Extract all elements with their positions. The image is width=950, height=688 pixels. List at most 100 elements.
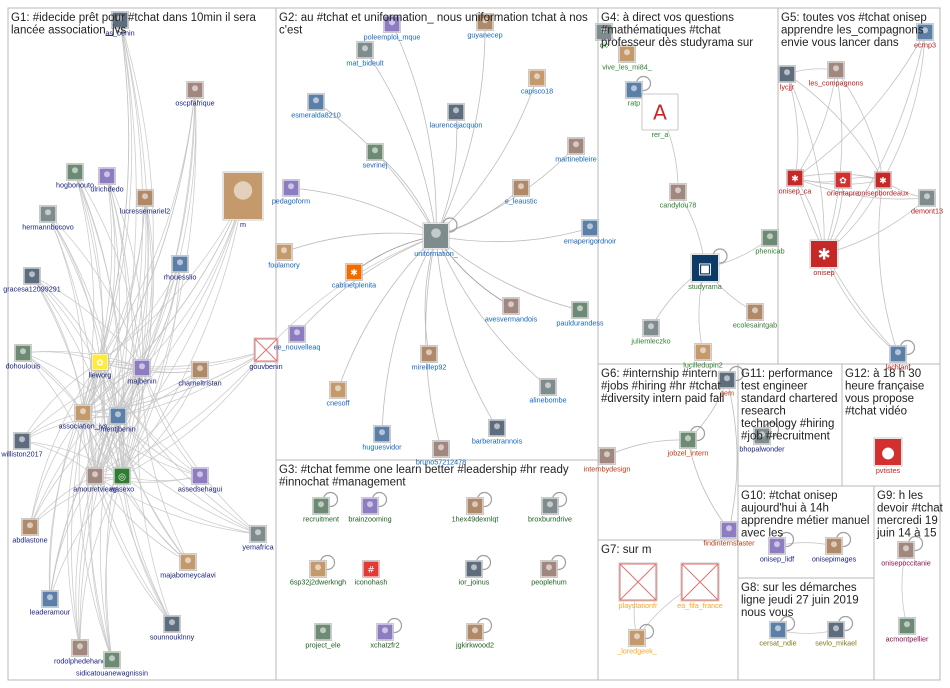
node-ulrichdedo[interactable]: ulrichdedo	[90, 167, 124, 194]
node-onisep[interactable]: ✱onisep	[809, 239, 839, 277]
node-lieworg[interactable]: ✿lieworg	[89, 353, 112, 380]
edge	[435, 235, 549, 388]
node-studyrama[interactable]: ▣studyrama	[688, 248, 728, 291]
node-recruitment[interactable]: recruitment	[303, 491, 339, 524]
node-as_benin[interactable]: as_benin	[105, 11, 135, 38]
node-jgkirkwood2[interactable]: jgkirkwood2	[455, 617, 494, 650]
node-amouretvieag[interactable]: amouretvieag	[73, 467, 117, 494]
node-6sp32j2dwerkngh[interactable]: 6sp32j2dwerkngh	[290, 554, 346, 587]
node-lucressemariel2[interactable]: lucressemariel2	[120, 189, 170, 216]
avatar-icon	[787, 170, 803, 186]
node-lachlanf[interactable]: lachlanf	[886, 339, 916, 372]
node-bhopalwonder[interactable]: bhopalwonder	[739, 421, 785, 454]
node-ior_joinus[interactable]: ior_joinus	[459, 554, 492, 587]
node-emaperigordnoir[interactable]: emaperigordnoir	[564, 219, 617, 246]
node-mat_bideult[interactable]: mat_bideult	[346, 41, 384, 68]
node-cnesoff[interactable]: cnesoff	[326, 381, 350, 408]
node-mentjbenin[interactable]: mentjbenin	[100, 407, 136, 434]
node-acmontpellier[interactable]: acmontpellier	[886, 617, 929, 644]
node-ecolesaintgab[interactable]: ecolesaintgab	[733, 303, 777, 330]
node-demont13[interactable]: demont13	[911, 189, 943, 216]
node-onisepimages[interactable]: onisepimages	[812, 531, 857, 564]
node-e_leaustic[interactable]: e_leaustic	[505, 179, 538, 206]
node-phenicab[interactable]: phenicab	[755, 229, 785, 256]
node-onisep_idf[interactable]: onisep_lidf	[760, 531, 794, 564]
node-foulamory[interactable]: foulamory	[268, 243, 300, 270]
node-alinebombe[interactable]: alinebombe	[529, 378, 567, 405]
node-barberatrannois[interactable]: barberatrannois	[472, 419, 523, 446]
node-sevlo_mikael[interactable]: sevlo_mikael	[815, 615, 857, 648]
node-avesvermandois[interactable]: avesvermandois	[485, 297, 538, 324]
node-peoplehum[interactable]: peoplehum	[531, 554, 567, 587]
node-pvtistes[interactable]: ●pvtistes	[873, 437, 903, 475]
node-guyanecep[interactable]: guyanecep	[467, 13, 503, 40]
node-ratp[interactable]: ratp	[625, 75, 652, 108]
node-findinternsfaster[interactable]: findinternsfaster	[703, 521, 755, 548]
node-majbenin[interactable]: majbenin	[127, 359, 157, 386]
node-laurencejacquon[interactable]: laurencejacquon	[430, 103, 483, 130]
node-label: vive_les_mi84_	[602, 63, 653, 72]
node-1hex49dexnlqt[interactable]: 1hex49dexnlqt	[452, 491, 499, 524]
node-jobzel_intern[interactable]: jobzel_intern	[667, 425, 709, 458]
node-majabomeycalavi[interactable]: majabomeycalavi	[160, 553, 216, 580]
node-assedsehagui[interactable]: assedsehagui	[178, 467, 223, 494]
node-m[interactable]: m	[222, 171, 264, 229]
node-rhouesslio[interactable]: rhouesslio	[164, 255, 197, 282]
node-internbydesign[interactable]: internbydesign	[584, 447, 631, 474]
node-ee_nouvelleaq[interactable]: ee_nouvelleaq	[274, 325, 321, 352]
node-uniformation_[interactable]: uniformation_	[414, 217, 459, 258]
node-charneltristan[interactable]: charneltristan	[178, 361, 222, 388]
node-esmeralda8210[interactable]: esmeralda8210	[291, 93, 341, 120]
node-project_ele[interactable]: project_ele	[305, 623, 341, 650]
node-juliemleczko[interactable]: juliemleczko	[630, 319, 671, 346]
node-capisco18[interactable]: capisco18	[521, 69, 553, 96]
node-leaderamour[interactable]: leaderamour	[30, 590, 71, 617]
node-ecrnp3[interactable]: ecrnp3	[914, 23, 936, 50]
node-wasexo[interactable]: ◎wasexo	[109, 467, 134, 494]
node-vive_les_mi84_[interactable]: vive_les_mi84_	[602, 45, 653, 72]
node-gouvbenin[interactable]: gouvbenin	[249, 337, 283, 371]
node-orientapre[interactable]: ✿orientapre	[827, 171, 859, 198]
node-gracesa12099291[interactable]: gracesa12099291	[3, 267, 61, 294]
node-dohoulouis[interactable]: dohoulouis	[6, 344, 41, 371]
node-hermannbocovo[interactable]: hermannbocovo	[22, 205, 74, 232]
node-yemafrica[interactable]: yemafrica	[242, 525, 274, 552]
node-huguesvidor[interactable]: huguesvidor	[362, 425, 402, 452]
node-brainzooming[interactable]: brainzooming	[348, 491, 392, 524]
edge	[794, 31, 926, 179]
node-cabinetplenita[interactable]: ✱cabinetplenita	[332, 263, 376, 290]
node-les_compagnons[interactable]: les_compagnons	[809, 61, 864, 88]
node-martinebleire[interactable]: martinebleire	[555, 137, 597, 164]
node-pauldurandess[interactable]: pauldurandess	[556, 301, 604, 328]
node-pedagoform[interactable]: pedagoform	[272, 179, 310, 206]
node-cengem[interactable]: gem	[718, 365, 745, 398]
node-lycjjr[interactable]: lycjjr	[778, 65, 796, 92]
node-oscpfafrique[interactable]: oscpfafrique	[175, 81, 215, 108]
node-mireillep92[interactable]: mireillep92	[412, 345, 447, 372]
node-sevrinej[interactable]: sevrinej	[363, 143, 388, 170]
node-iconohash[interactable]: #iconohash	[355, 560, 388, 587]
node-cersat_ndie[interactable]: cersat_ndie	[759, 615, 797, 648]
node-_loredgeek_[interactable]: _loredgeek_	[616, 623, 658, 656]
node-candylou78[interactable]: candylou78	[660, 183, 697, 210]
node-onisepbordeaux[interactable]: ✱onisepbordeaux	[857, 171, 909, 198]
node-cic[interactable]: cic	[595, 23, 613, 50]
node-abdlastone[interactable]: abdlastone	[12, 518, 48, 545]
node-rodolphedehand[interactable]: rodolphedehand	[54, 639, 106, 666]
node-sidicatouanewagnissin[interactable]: sidicatouanewagnissin	[76, 651, 148, 678]
node-playstationfr[interactable]: playstationfr	[618, 562, 658, 610]
node-onisep_ca[interactable]: ✱onisep_ca	[779, 169, 812, 196]
node-lucilledupin2[interactable]: lucilledupin2	[683, 343, 723, 370]
node-xchatzfr2[interactable]: xchatzfr2	[370, 617, 403, 650]
node-onisepoccitanie[interactable]: onisepoccitanie	[881, 535, 931, 568]
edge	[82, 412, 259, 535]
node-williston2017[interactable]: williston2017	[0, 432, 43, 459]
node-ea_fifa_france[interactable]: ea_fifa_france	[677, 562, 723, 610]
node-bruno57212478[interactable]: bruno57212478	[416, 440, 466, 467]
node-association_jvs[interactable]: association_jvs	[59, 404, 108, 431]
node-sounnouklnny[interactable]: sounnouklnny	[150, 615, 195, 642]
node-poleemploi_mque[interactable]: poleemploi_mque	[364, 15, 421, 42]
node-hogbonouto[interactable]: hogbonouto	[56, 163, 94, 190]
node-broxburndrive[interactable]: broxburndrive	[528, 491, 572, 524]
